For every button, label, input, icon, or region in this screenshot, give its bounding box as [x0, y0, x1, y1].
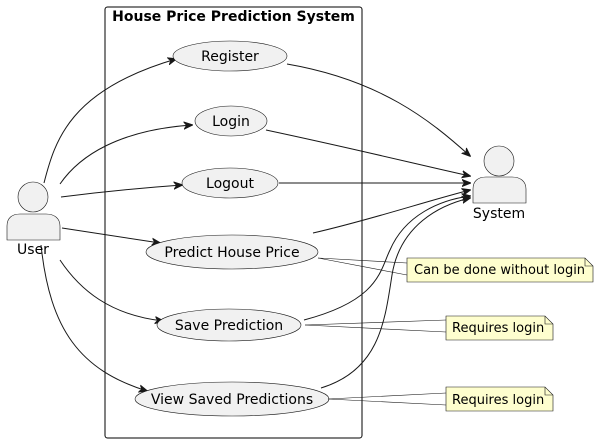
use-case-save-ellipse	[156, 308, 302, 342]
system-boundary-box	[104, 6, 363, 439]
edge-user-login	[59, 125, 192, 185]
use-case-logout-label: Logout	[206, 176, 254, 192]
user-edges	[40, 59, 192, 391]
system-boundary: House Price Prediction System	[104, 6, 363, 439]
note-save: Requires login	[304, 315, 554, 341]
use-case-register-ellipse	[172, 40, 288, 72]
edge-save-system	[303, 196, 470, 321]
use-case-view-label: View Saved Predictions	[151, 392, 313, 408]
edge-user-logout	[60, 185, 182, 198]
note-view: Requires login	[327, 386, 554, 412]
note-save-text: Requires login	[452, 321, 544, 336]
note-view-connector-lower	[327, 398, 447, 406]
note-save-connector	[304, 319, 447, 326]
use-case-predict-label: Predict House Price	[164, 245, 299, 261]
note-predict-fold	[584, 258, 593, 267]
note-predict-connector	[317, 257, 408, 264]
use-case-logout-ellipse	[181, 167, 279, 199]
edge-user-save	[59, 259, 163, 321]
use-case-register-label: Register	[201, 49, 259, 65]
actor-user-label: User	[17, 242, 49, 258]
note-save-box	[445, 315, 554, 341]
edge-register-system	[286, 63, 470, 156]
actor-user: User	[6, 181, 61, 258]
use-case-predict: Predict House Price	[145, 234, 319, 270]
use-case-save-label: Save Prediction	[175, 318, 283, 334]
edge-user-view	[40, 244, 147, 391]
use-case-logout: Logout	[181, 167, 279, 199]
use-case-save: Save Prediction	[156, 308, 302, 342]
use-case-register: Register	[172, 40, 288, 72]
note-view-text: Requires login	[452, 393, 544, 408]
note-view-box	[445, 386, 554, 412]
note-predict-connector-lower	[317, 257, 408, 276]
note-save-connector-lower	[304, 324, 447, 333]
note-predict-box	[406, 257, 594, 283]
actor-system-head	[483, 145, 515, 177]
use-case-predict-ellipse	[145, 234, 319, 270]
use-case-view: View Saved Predictions	[134, 381, 330, 417]
use-case-login: Login	[194, 105, 268, 137]
actor-system-body	[472, 176, 527, 204]
actor-system-label: System	[473, 206, 525, 222]
use-case-login-label: Login	[212, 114, 250, 130]
note-save-fold	[544, 316, 553, 325]
actor-user-head	[17, 181, 49, 213]
actor-system: System	[472, 145, 527, 222]
edge-user-register	[43, 59, 176, 184]
actor-user-body	[6, 213, 61, 241]
edge-view-system	[320, 198, 470, 389]
note-view-connector	[327, 392, 447, 400]
edge-user-predict	[61, 227, 160, 243]
system-title: House Price Prediction System	[112, 9, 355, 25]
edge-login-system	[265, 129, 470, 176]
use-case-login-ellipse	[194, 105, 268, 137]
note-predict-text: Can be done without login	[414, 263, 585, 278]
edge-predict-system	[312, 190, 470, 234]
system-edges	[265, 63, 470, 389]
note-view-fold	[544, 387, 553, 396]
note-predict: Can be done without login	[317, 257, 594, 283]
